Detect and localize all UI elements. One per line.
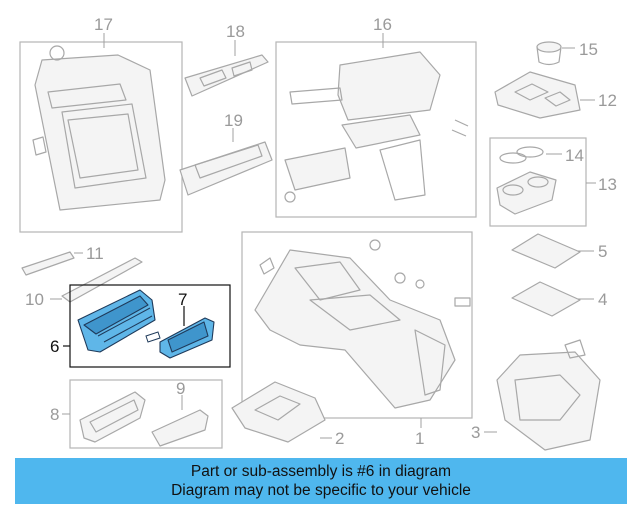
callout-7: 7 xyxy=(178,290,187,309)
part-5 xyxy=(511,233,581,269)
callout-8: 8 xyxy=(50,405,59,424)
part-6-frame xyxy=(69,284,231,368)
part-6-highlighted xyxy=(77,289,215,359)
part-2 xyxy=(231,381,326,443)
part-16-armrest xyxy=(275,41,477,218)
part-3 xyxy=(496,339,601,451)
callout-2: 2 xyxy=(335,429,344,448)
callout-17: 17 xyxy=(94,15,113,34)
banner-line-2: Diagram may not be specific to your vehi… xyxy=(171,482,471,499)
callout-9: 9 xyxy=(176,379,185,398)
part-12 xyxy=(494,71,581,119)
callout-15: 15 xyxy=(579,40,598,59)
part-13-cupholder xyxy=(489,137,587,227)
callout-13: 13 xyxy=(598,175,617,194)
callout-5: 5 xyxy=(598,242,607,261)
part-10 xyxy=(61,257,143,303)
callout-12: 12 xyxy=(598,91,617,110)
callout-3: 3 xyxy=(471,423,480,442)
part-11 xyxy=(21,251,75,276)
callout-1: 1 xyxy=(415,429,424,448)
part-1-console xyxy=(241,231,473,419)
part-18 xyxy=(184,54,269,97)
callout-10: 10 xyxy=(25,290,44,309)
part-15 xyxy=(536,41,562,66)
part-17-bezel xyxy=(19,41,183,233)
part-8 xyxy=(79,391,209,447)
callout-4: 4 xyxy=(598,290,607,309)
callout-6: 6 xyxy=(50,337,59,356)
callout-18: 18 xyxy=(226,22,245,41)
parts-diagram: 17 18 19 16 15 12 xyxy=(19,15,617,451)
callout-11: 11 xyxy=(86,244,104,263)
callout-19: 19 xyxy=(224,111,243,130)
part-4 xyxy=(511,281,581,317)
callout-16: 16 xyxy=(373,15,392,34)
info-banner: Part or sub-assembly is #6 in diagram Di… xyxy=(15,458,627,504)
banner-line-1: Part or sub-assembly is #6 in diagram xyxy=(190,463,452,480)
part-19 xyxy=(179,141,273,196)
callout-14: 14 xyxy=(565,146,584,165)
